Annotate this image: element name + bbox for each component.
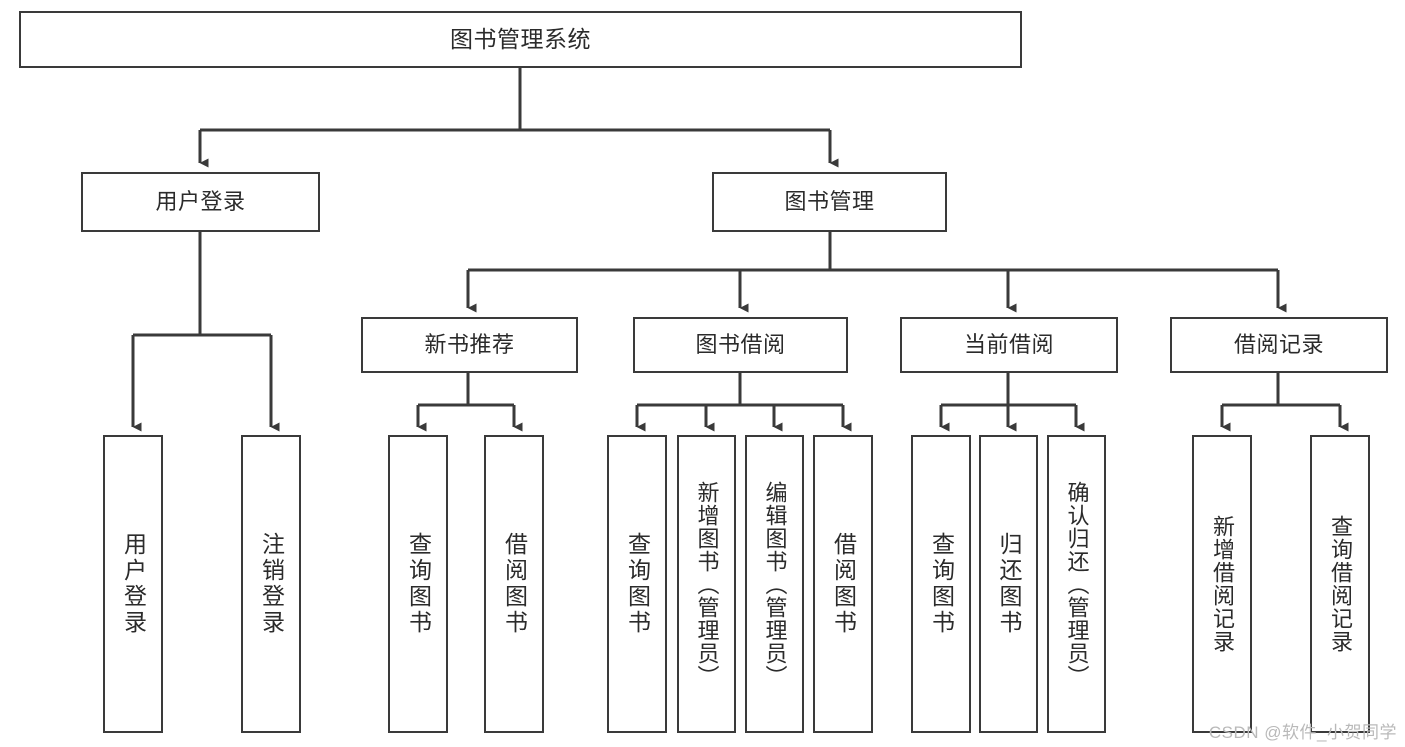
leaf-return-book[interactable]: 归还图书 — [979, 435, 1038, 733]
node-book-management[interactable]: 图书管理 — [712, 172, 947, 232]
leaf-user-login-label: 用户登录 — [120, 532, 147, 636]
leaf-query-book-current-label: 查询图书 — [928, 532, 955, 636]
leaf-query-borrow-record-label: 查询借阅记录 — [1328, 515, 1353, 653]
leaf-confirm-return-admin[interactable]: 确认归还（管理员） — [1047, 435, 1106, 733]
node-new-book-recommend-label: 新书推荐 — [424, 332, 515, 358]
leaf-query-book-newbook[interactable]: 查询图书 — [388, 435, 448, 733]
node-root[interactable]: 图书管理系统 — [19, 11, 1022, 68]
leaf-borrow-book-newbook[interactable]: 借阅图书 — [484, 435, 544, 733]
node-current-borrow[interactable]: 当前借阅 — [900, 317, 1118, 373]
node-user-login-label: 用户登录 — [155, 189, 246, 215]
leaf-add-book-admin-label: 新增图书（管理员） — [694, 480, 720, 688]
node-current-borrow-label: 当前借阅 — [963, 332, 1054, 358]
leaf-confirm-return-admin-label: 确认归还（管理员） — [1064, 480, 1090, 688]
leaf-user-login[interactable]: 用户登录 — [103, 435, 163, 733]
node-borrow-record[interactable]: 借阅记录 — [1170, 317, 1388, 373]
leaf-add-borrow-record[interactable]: 新增借阅记录 — [1192, 435, 1252, 733]
leaf-add-borrow-record-label: 新增借阅记录 — [1210, 515, 1235, 653]
leaf-borrow-book-borrow[interactable]: 借阅图书 — [813, 435, 873, 733]
leaf-add-book-admin[interactable]: 新增图书（管理员） — [677, 435, 736, 733]
node-borrow-record-label: 借阅记录 — [1233, 332, 1324, 358]
watermark: CSDN @软件_小贺同学 — [1208, 723, 1397, 742]
leaf-query-book-borrow-label: 查询图书 — [624, 532, 651, 636]
leaf-return-book-label: 归还图书 — [996, 532, 1022, 636]
leaf-logout-label: 注销登录 — [258, 532, 285, 636]
leaf-query-book-newbook-label: 查询图书 — [405, 532, 432, 636]
leaf-edit-book-admin-label: 编辑图书（管理员） — [762, 480, 788, 688]
node-root-label: 图书管理系统 — [450, 26, 591, 53]
leaf-borrow-book-borrow-label: 借阅图书 — [830, 532, 857, 636]
leaf-borrow-book-newbook-label: 借阅图书 — [501, 532, 528, 636]
node-book-borrow[interactable]: 图书借阅 — [633, 317, 848, 373]
leaf-query-book-borrow[interactable]: 查询图书 — [607, 435, 667, 733]
leaf-logout[interactable]: 注销登录 — [241, 435, 301, 733]
node-book-borrow-label: 图书借阅 — [695, 332, 786, 358]
node-book-management-label: 图书管理 — [784, 189, 875, 215]
node-user-login[interactable]: 用户登录 — [81, 172, 320, 232]
node-new-book-recommend[interactable]: 新书推荐 — [361, 317, 578, 373]
leaf-query-book-current[interactable]: 查询图书 — [911, 435, 971, 733]
leaf-query-borrow-record[interactable]: 查询借阅记录 — [1310, 435, 1370, 733]
leaf-edit-book-admin[interactable]: 编辑图书（管理员） — [745, 435, 804, 733]
